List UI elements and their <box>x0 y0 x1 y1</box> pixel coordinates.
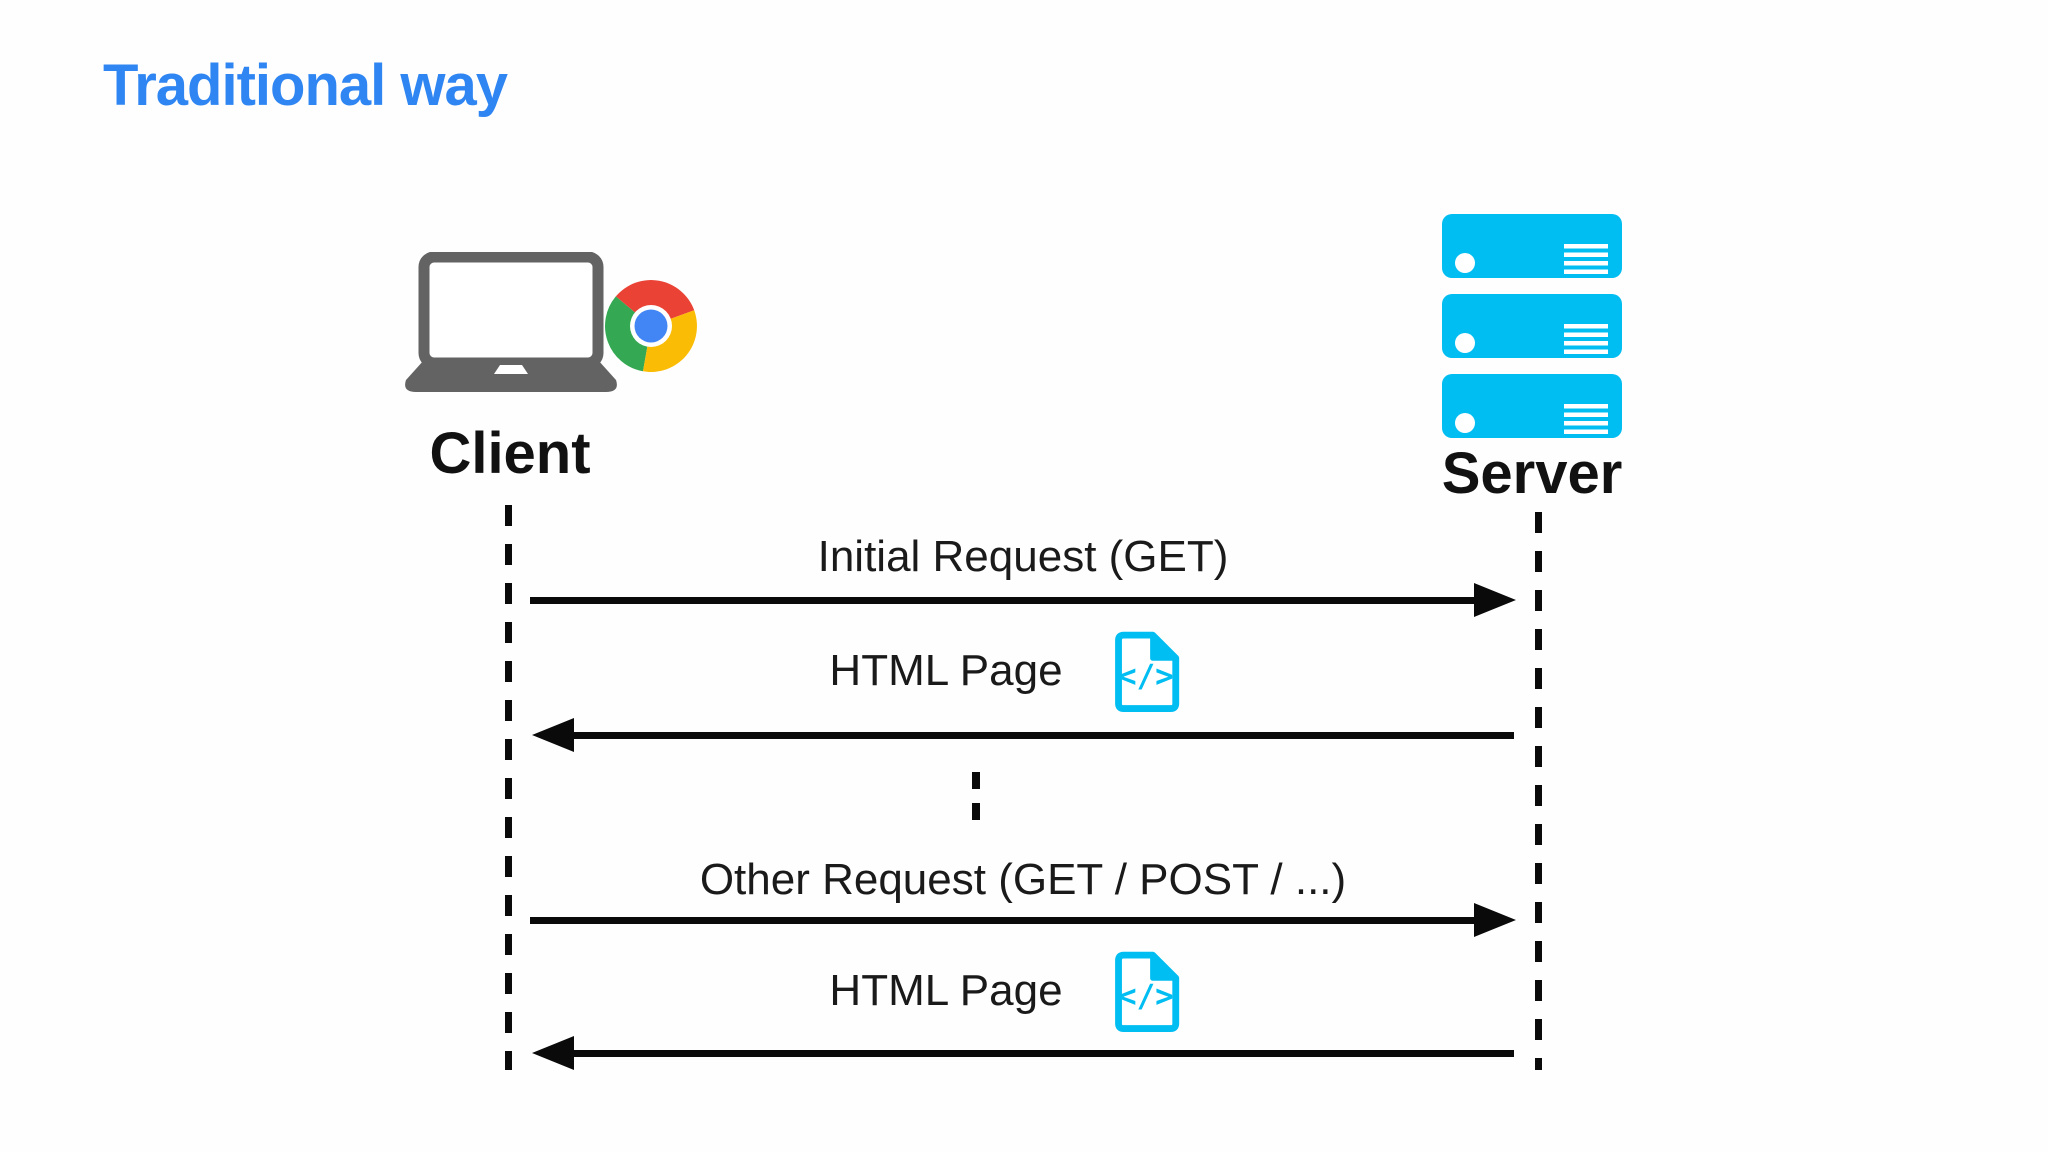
message-row-html-page: HTML Page </> <box>516 630 1502 712</box>
arrow-head-right-icon <box>1474 903 1516 937</box>
message-label-other-request: Other Request (GET / POST / ...) <box>699 855 1347 904</box>
code-file-icon: </> <box>1114 951 1179 1032</box>
laptop-icon <box>405 252 617 392</box>
code-glyph: </> <box>1118 658 1174 694</box>
arrow-client-to-server <box>530 903 1516 937</box>
arrow-client-to-server <box>530 583 1516 617</box>
arrow-head-left-icon <box>532 1036 574 1070</box>
code-glyph: </> <box>1118 978 1174 1014</box>
arrow-head-left-icon <box>532 718 574 752</box>
code-file-icon: </> <box>1114 631 1179 712</box>
arrow-shaft <box>530 917 1484 924</box>
arrow-head-right-icon <box>1474 583 1516 617</box>
chrome-icon <box>605 280 697 372</box>
client-actor-label: Client <box>429 421 591 486</box>
server-actor-label: Server <box>1441 441 1623 506</box>
arrow-shaft <box>530 597 1484 604</box>
client-lifeline <box>505 505 512 1070</box>
arrow-server-to-client <box>532 718 1514 752</box>
message-row-html-page: HTML Page </> <box>516 950 1502 1032</box>
message-label-html-page: HTML Page <box>829 966 1063 1015</box>
page-title: Traditional way <box>103 53 508 118</box>
arrow-server-to-client <box>532 1036 1514 1070</box>
arrow-shaft <box>564 1050 1514 1057</box>
server-lifeline <box>1535 512 1542 1070</box>
server-stack-icon <box>1442 214 1622 438</box>
sequence-continuation-dashes <box>972 772 980 830</box>
arrow-shaft <box>564 732 1514 739</box>
message-label-html-page: HTML Page <box>829 646 1063 695</box>
message-label-initial-request: Initial Request (GET) <box>817 532 1229 581</box>
